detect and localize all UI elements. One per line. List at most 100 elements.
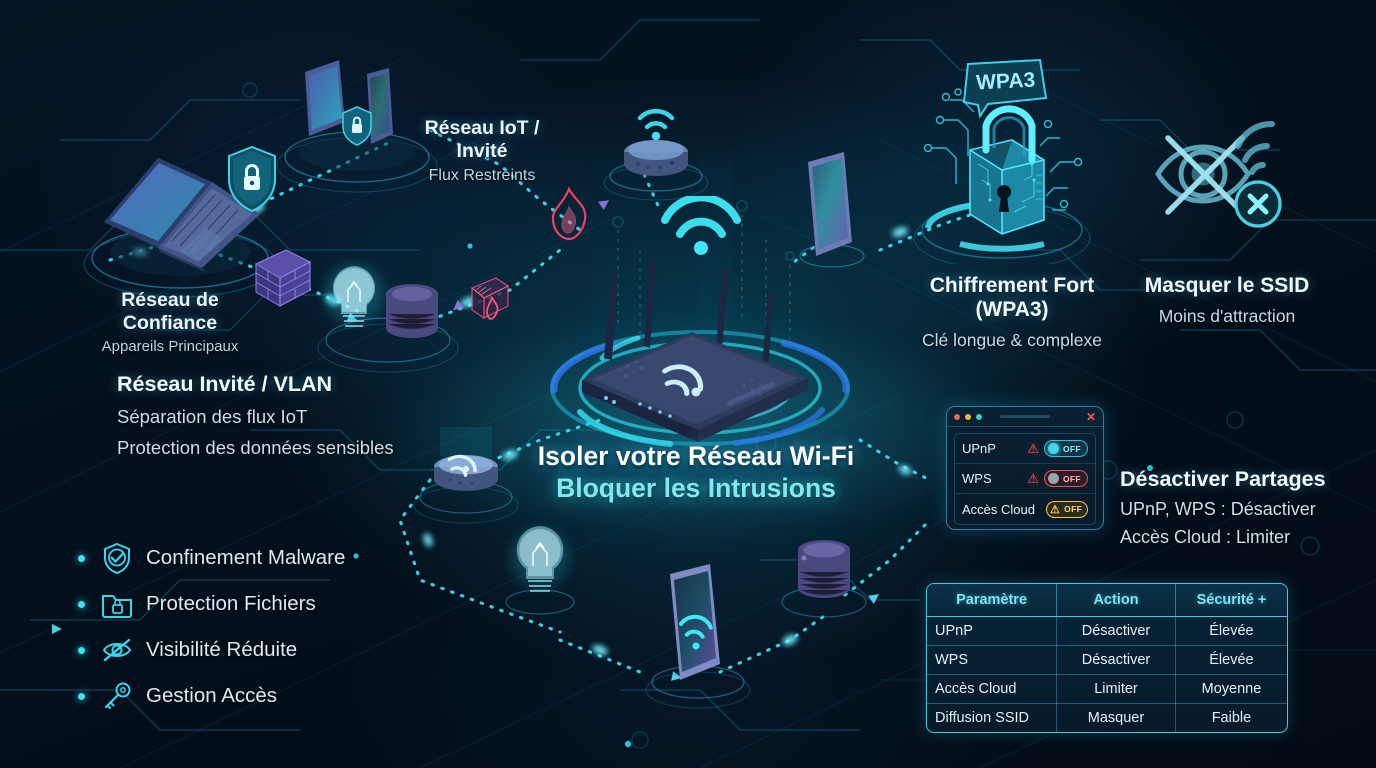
table-header-row: Paramètre Action Sécurité + [927, 584, 1287, 617]
hide-ssid-subtitle: Moins d'attraction [1158, 306, 1296, 326]
firewall-brickwall-icon [254, 249, 312, 308]
table-cell: Désactiver [1056, 616, 1176, 646]
toggle-knob [1048, 473, 1059, 484]
table-cell: UPnP [927, 616, 1058, 646]
table-cell: Masquer [1056, 703, 1176, 732]
folder-lock-icon [101, 588, 133, 620]
setting-name: Accès Cloud [962, 501, 1035, 517]
label-trusted-network: Réseau de Confiance Appareils Principaux [95, 289, 245, 355]
settings-window[interactable]: ✕ UPnP ⚠ OFF WPS ⚠ OFF Accès Cloud [946, 406, 1104, 530]
bullet-dot [78, 554, 85, 562]
setting-name: UPnP [962, 441, 996, 456]
smarthome-bulb-speaker-illustration [317, 264, 459, 373]
disable-sharing-title: Désactiver Partages [1120, 467, 1326, 491]
iot-devices-illustration [276, 60, 438, 193]
warning-triangle-icon: ⚠ [1027, 471, 1039, 486]
guest-vlan-line1: Séparation des flux IoT [117, 406, 308, 427]
bottom-smartphone-illustration [645, 564, 751, 709]
toggle-label: OFF [1063, 443, 1081, 454]
encryption-title: Chiffrement Fort (WPA3) [929, 274, 1095, 321]
toggle-switch[interactable]: OFF [1044, 470, 1088, 487]
table-row: UPnP Désactiver Élevée [927, 616, 1287, 646]
trusted-network-title: Réseau de Confiance [121, 289, 219, 334]
list-item-label: Protection Fichiers [146, 592, 316, 615]
label-iot-guest: Réseau IoT / Invité Flux Restreints [418, 117, 546, 185]
setting-row-wps[interactable]: WPS ⚠ OFF [955, 464, 1095, 494]
list-item: Confinement Malware [78, 535, 345, 581]
list-item: Visibilité Réduite [78, 627, 345, 673]
setting-name: WPS [962, 471, 992, 486]
window-title-bar[interactable]: ✕ [947, 407, 1103, 427]
table-header-cell: Paramètre [927, 584, 1058, 617]
label-guest-vlan: Réseau Invité / VLAN Séparation des flux… [117, 372, 394, 459]
disable-sharing-line1: UPnP, WPS : Désactiver [1120, 499, 1316, 519]
guest-vlan-title: Réseau Invité / VLAN [117, 372, 333, 396]
shield-check-icon [101, 542, 133, 574]
traffic-light-red[interactable] [954, 413, 960, 420]
warning-triangle-icon: ⚠ [1050, 503, 1061, 516]
encryption-subtitle: Clé longue & complexe [922, 330, 1102, 350]
label-disable-sharing: Désactiver Partages UPnP, WPS : Désactiv… [1120, 467, 1326, 548]
bullet-dot [78, 600, 85, 608]
smart-speaker-illustration [603, 108, 709, 201]
window-drag-handle[interactable] [1000, 415, 1050, 418]
bottom-speaker-illustration [413, 427, 519, 524]
hidden-ssid-eye-icon [1155, 120, 1282, 228]
table-cell: Élevée [1175, 645, 1287, 675]
bullet-dot [78, 692, 85, 700]
guest-vlan-line2: Protection des données sensibles [117, 437, 394, 458]
settings-summary-table: Paramètre Action Sécurité + UPnP Désacti… [926, 583, 1288, 733]
list-item: Gestion Accès [78, 673, 345, 719]
table-cell: Limiter [1056, 674, 1176, 704]
list-item: Protection Fichiers [78, 581, 345, 627]
toggle-label: OFF [1064, 504, 1083, 514]
label-encryption: Chiffrement Fort (WPA3) Clé longue & com… [900, 274, 1124, 351]
label-hide-ssid: Masquer le SSID Moins d'attraction [1132, 274, 1322, 327]
laptop-illustration [83, 158, 277, 298]
close-icon[interactable]: ✕ [1085, 409, 1096, 424]
table-row: Accès Cloud Limiter Moyenne [927, 674, 1287, 704]
bullet-dot [78, 646, 85, 654]
table-row: WPS Désactiver Élevée [927, 645, 1287, 675]
list-item-label: Visibilité Réduite [146, 638, 298, 661]
eye-slash-icon [101, 634, 133, 666]
table-cell: Désactiver [1056, 645, 1176, 675]
table-cell: Diffusion SSID [927, 703, 1058, 732]
toggle-switch[interactable]: ⚠ OFF [1046, 500, 1088, 518]
bottom-lightbulb-illustration [505, 526, 575, 615]
setting-row-cloud-access[interactable]: Accès Cloud ⚠ OFF [955, 494, 1095, 524]
bottom-right-speaker-illustration [781, 540, 867, 618]
wpa3-padlock-illustration [913, 88, 1091, 264]
settings-rows: UPnP ⚠ OFF WPS ⚠ OFF Accès Cloud ⚠ [954, 433, 1096, 525]
warning-triangle-icon: ⚠ [1027, 441, 1039, 456]
toggle-switch[interactable]: OFF [1044, 440, 1088, 457]
wifi-router-illustration [550, 260, 850, 447]
toggle-knob [1048, 443, 1059, 454]
iot-guest-title: Réseau IoT / Invité [424, 117, 540, 162]
table-cell: Accès Cloud [927, 674, 1058, 704]
shield-lock-icon [228, 145, 276, 213]
hide-ssid-title: Masquer le SSID [1144, 274, 1310, 297]
list-item-label: Confinement Malware [146, 546, 346, 569]
disable-sharing-line2: Accès Cloud : Limiter [1120, 527, 1291, 547]
list-item-label: Gestion Accès [146, 684, 278, 707]
table-cell: Faible [1211, 710, 1252, 726]
wpa3-badge-text: WPA3 [976, 68, 1036, 94]
iot-guest-subtitle: Flux Restreints [428, 167, 536, 184]
wifi-signal-icon [661, 196, 741, 255]
table-header-cell: Action [1056, 584, 1176, 617]
table-cell: Élevée [1175, 616, 1287, 646]
traffic-light-yellow[interactable] [965, 413, 971, 420]
table-header-cell: Sécurité + [1175, 584, 1287, 617]
trusted-network-subtitle: Appareils Principaux [101, 338, 239, 355]
table-cell: Moyenne [1175, 674, 1287, 704]
table-row: Diffusion SSID Masquer Faible [927, 703, 1287, 732]
key-icon [101, 680, 133, 712]
traffic-light-green[interactable] [976, 413, 982, 420]
wpa3-badge: WPA3 [960, 58, 1052, 119]
table-cell: WPS [927, 645, 1058, 675]
smartphone-illustration [799, 152, 865, 268]
setting-row-upnp[interactable]: UPnP ⚠ OFF [955, 434, 1095, 464]
firewall-card-flame-icon [470, 277, 510, 320]
